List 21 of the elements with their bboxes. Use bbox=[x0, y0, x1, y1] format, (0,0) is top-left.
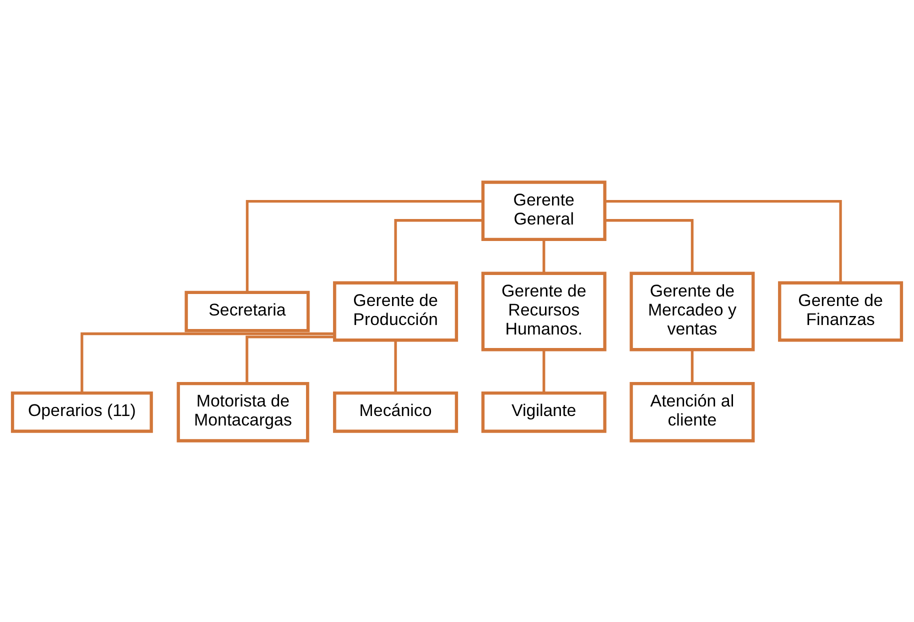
node-box: Gerente de Finanzas bbox=[778, 280, 904, 342]
connector bbox=[542, 349, 546, 393]
node-box: Atención al cliente bbox=[630, 381, 755, 442]
node-box: Operarios (11) bbox=[10, 391, 153, 432]
connector bbox=[246, 199, 483, 292]
connector bbox=[605, 199, 842, 282]
node-box: Gerente de Mercadeo y ventas bbox=[630, 271, 755, 351]
connector bbox=[246, 335, 334, 383]
connector bbox=[690, 349, 694, 383]
node-box: Mecánico bbox=[333, 391, 458, 432]
node-box: Gerente de Producción bbox=[333, 280, 458, 342]
node-box: Gerente General bbox=[481, 180, 606, 241]
node-box: Gerente de Recursos Humanos. bbox=[481, 271, 606, 351]
connector bbox=[542, 239, 546, 273]
node-box: Motorista de Montacargas bbox=[176, 381, 310, 442]
connector bbox=[605, 218, 694, 272]
connector bbox=[394, 218, 483, 282]
node-box: Vigilante bbox=[481, 391, 606, 432]
node-box: Secretaria bbox=[184, 290, 310, 332]
connector bbox=[394, 340, 397, 392]
connector bbox=[80, 332, 334, 392]
